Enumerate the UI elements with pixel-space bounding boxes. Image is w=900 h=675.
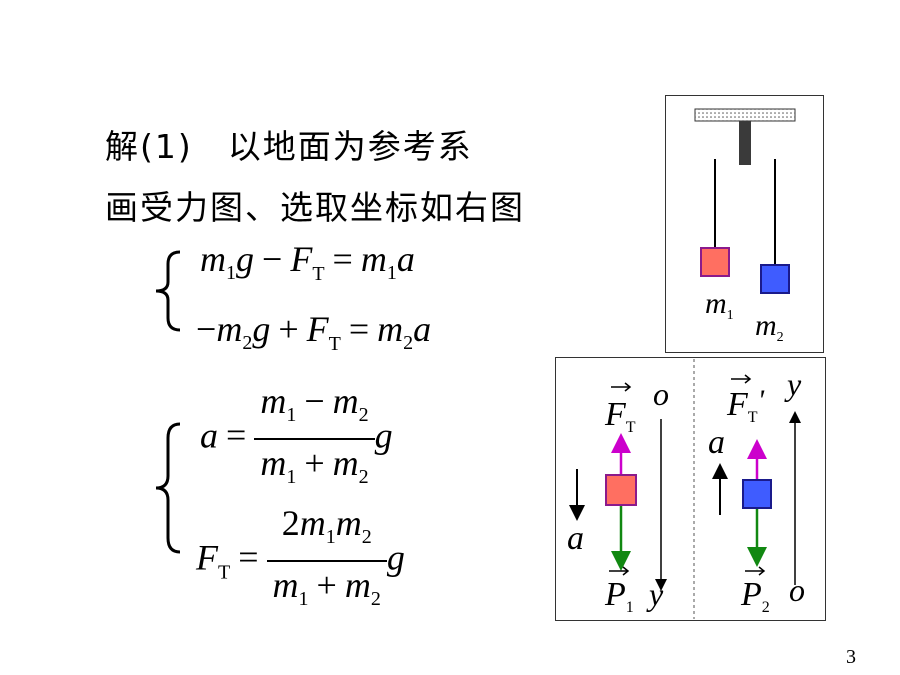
brace-system-2 <box>155 422 181 554</box>
label-tension-1: FT <box>604 396 636 436</box>
free-body-diagram: FT o a P1 y FT' y a P2 o <box>555 357 826 621</box>
label-tension-2: FT' <box>726 384 765 426</box>
brace-system-1 <box>155 250 181 332</box>
vector-mark-weight-1 <box>609 566 630 576</box>
free-body-block-2 <box>742 479 772 509</box>
label-accel-right: a <box>708 424 725 461</box>
ceiling-support <box>694 108 796 122</box>
instruction-line: 画受力图、选取坐标如右图 <box>105 188 525 227</box>
label-m2: m2 <box>755 309 784 345</box>
label-origin-right: o <box>789 572 805 608</box>
label-m1: m1 <box>705 287 734 323</box>
vector-mark-tension-1 <box>611 382 632 392</box>
free-body-block-1 <box>605 474 637 506</box>
heading-line: 解(1) 以地面为参考系 <box>105 127 473 166</box>
equation-1: m1g−FT=m1a <box>200 239 415 285</box>
vector-mark-tension-2 <box>731 374 752 384</box>
label-accel-left: a <box>567 520 584 557</box>
page-number: 3 <box>846 646 856 668</box>
pulley-rod <box>739 121 751 165</box>
equation-2: −m2g+FT=m2a <box>196 309 432 355</box>
vector-mark-weight-2 <box>745 566 766 576</box>
label-weight-1: P1 <box>604 576 634 616</box>
mass-block-2 <box>760 264 790 294</box>
mass-block-1 <box>700 247 730 277</box>
label-y-left: y <box>646 576 664 612</box>
label-origin-left: o <box>653 376 669 412</box>
pulley-diagram: m1 m2 <box>665 95 824 353</box>
bottom-figure-frame <box>555 357 826 621</box>
label-y-right: y <box>784 366 802 402</box>
label-weight-2: P2 <box>740 576 770 616</box>
